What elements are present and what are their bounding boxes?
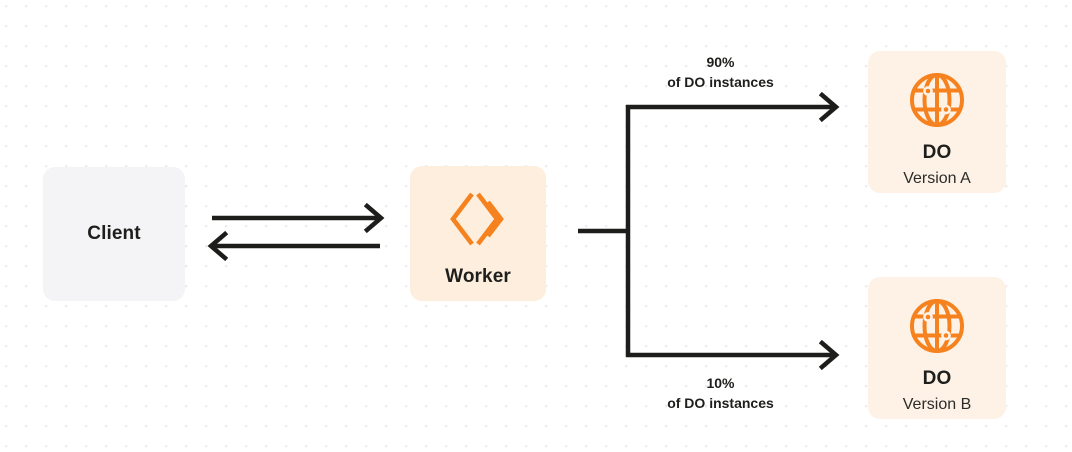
edge-label-bottom: 10% of DO instances <box>604 373 837 414</box>
node-worker-title: Worker <box>445 266 511 287</box>
arrow-client-to-worker-head <box>363 202 385 234</box>
node-client[interactable]: Client <box>43 167 185 301</box>
edge-label-bottom-caption: of DO instances <box>667 395 774 412</box>
edge-label-bottom-percent: 10% <box>706 375 735 391</box>
cloudflare-workers-icon <box>447 188 509 250</box>
node-client-title: Client <box>87 222 141 244</box>
node-do-a-subtitle: Version A <box>903 169 971 187</box>
node-do-b-title: DO <box>922 368 952 389</box>
node-do-version-a[interactable]: DO Version A <box>868 51 1006 193</box>
node-do-version-b[interactable]: DO Version B <box>868 277 1006 419</box>
edge-label-top: 90% of DO instances <box>604 52 837 93</box>
node-do-a-title: DO <box>922 142 952 163</box>
node-worker[interactable]: Worker <box>410 166 546 301</box>
node-do-b-subtitle: Version B <box>902 395 972 413</box>
edge-label-top-caption: of DO instances <box>667 74 774 91</box>
arrow-worker-to-do-a-head <box>818 91 840 123</box>
edge-label-top-percent: 90% <box>706 54 735 70</box>
globe-icon <box>908 297 966 355</box>
arrow-worker-to-do-b-head <box>818 339 840 371</box>
arrow-worker-to-client-head <box>207 230 229 262</box>
globe-icon <box>908 71 966 129</box>
